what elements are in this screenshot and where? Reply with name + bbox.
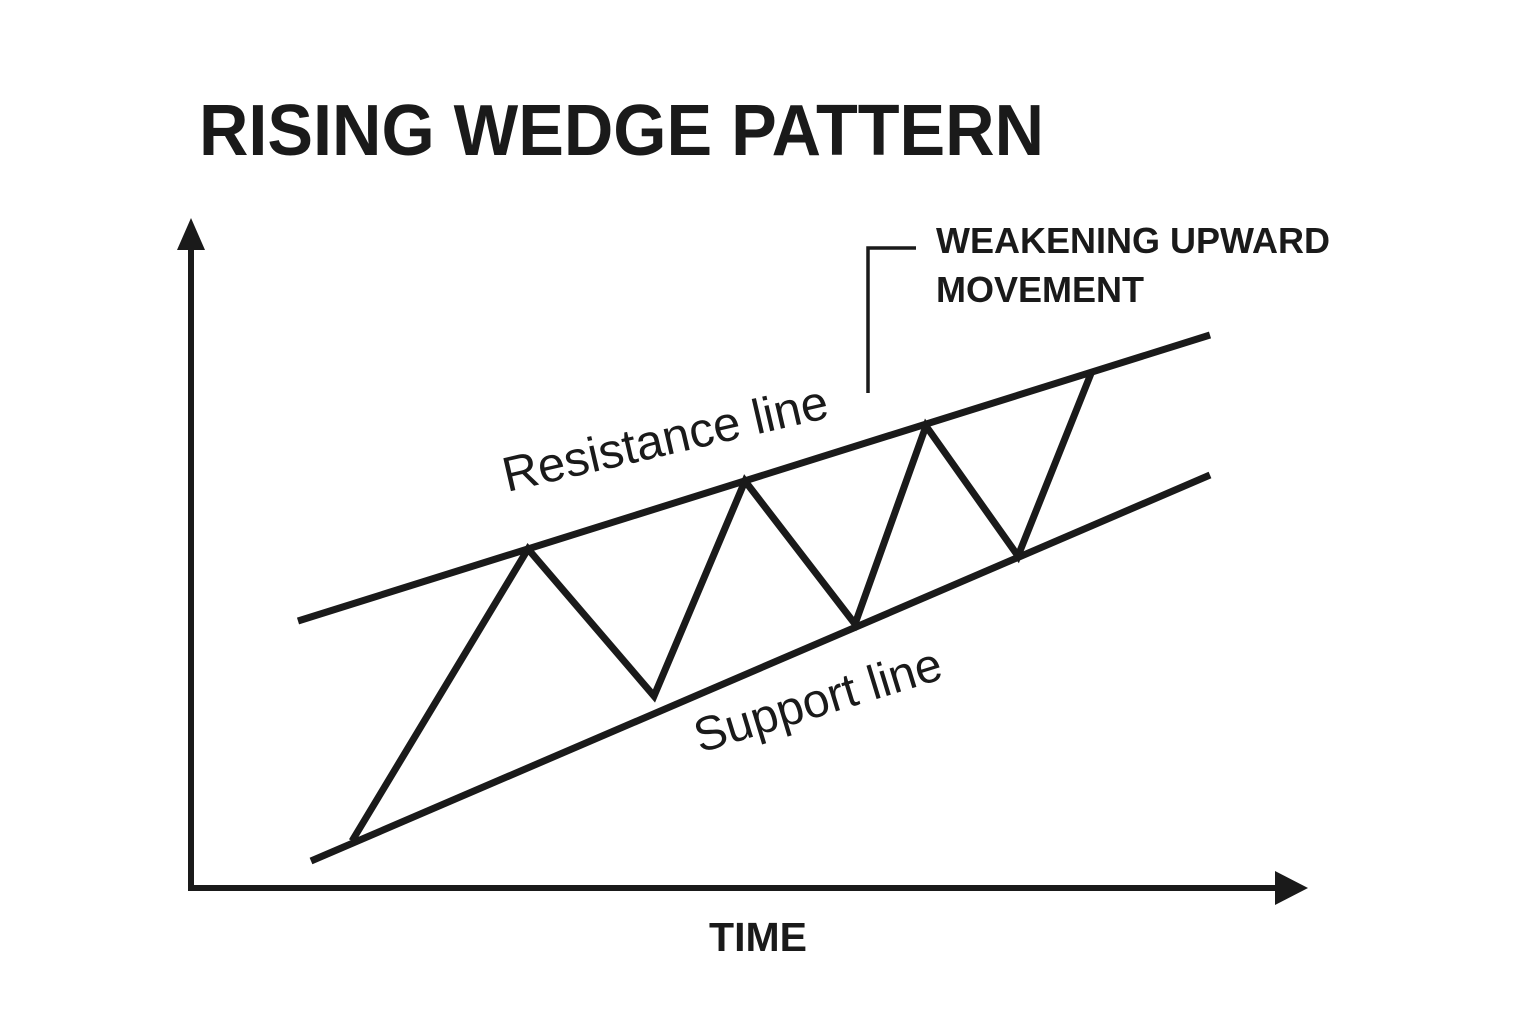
annotation-line2: MOVEMENT bbox=[936, 269, 1144, 310]
x-axis-arrowhead bbox=[1275, 871, 1308, 905]
support-line-label: Support line bbox=[688, 638, 948, 764]
y-axis-arrowhead bbox=[177, 218, 205, 250]
resistance-line bbox=[296, 331, 1212, 625]
price-zigzag bbox=[349, 369, 1096, 843]
annotation-bracket bbox=[866, 246, 916, 393]
support-line bbox=[309, 471, 1212, 865]
time-axis-label: TIME bbox=[709, 914, 807, 960]
annotation-line1: WEAKENING UPWARD bbox=[936, 220, 1330, 261]
resistance-line-label: Resistance line bbox=[497, 375, 833, 502]
diagram-title: RISING WEDGE PATTERN bbox=[199, 91, 1044, 171]
